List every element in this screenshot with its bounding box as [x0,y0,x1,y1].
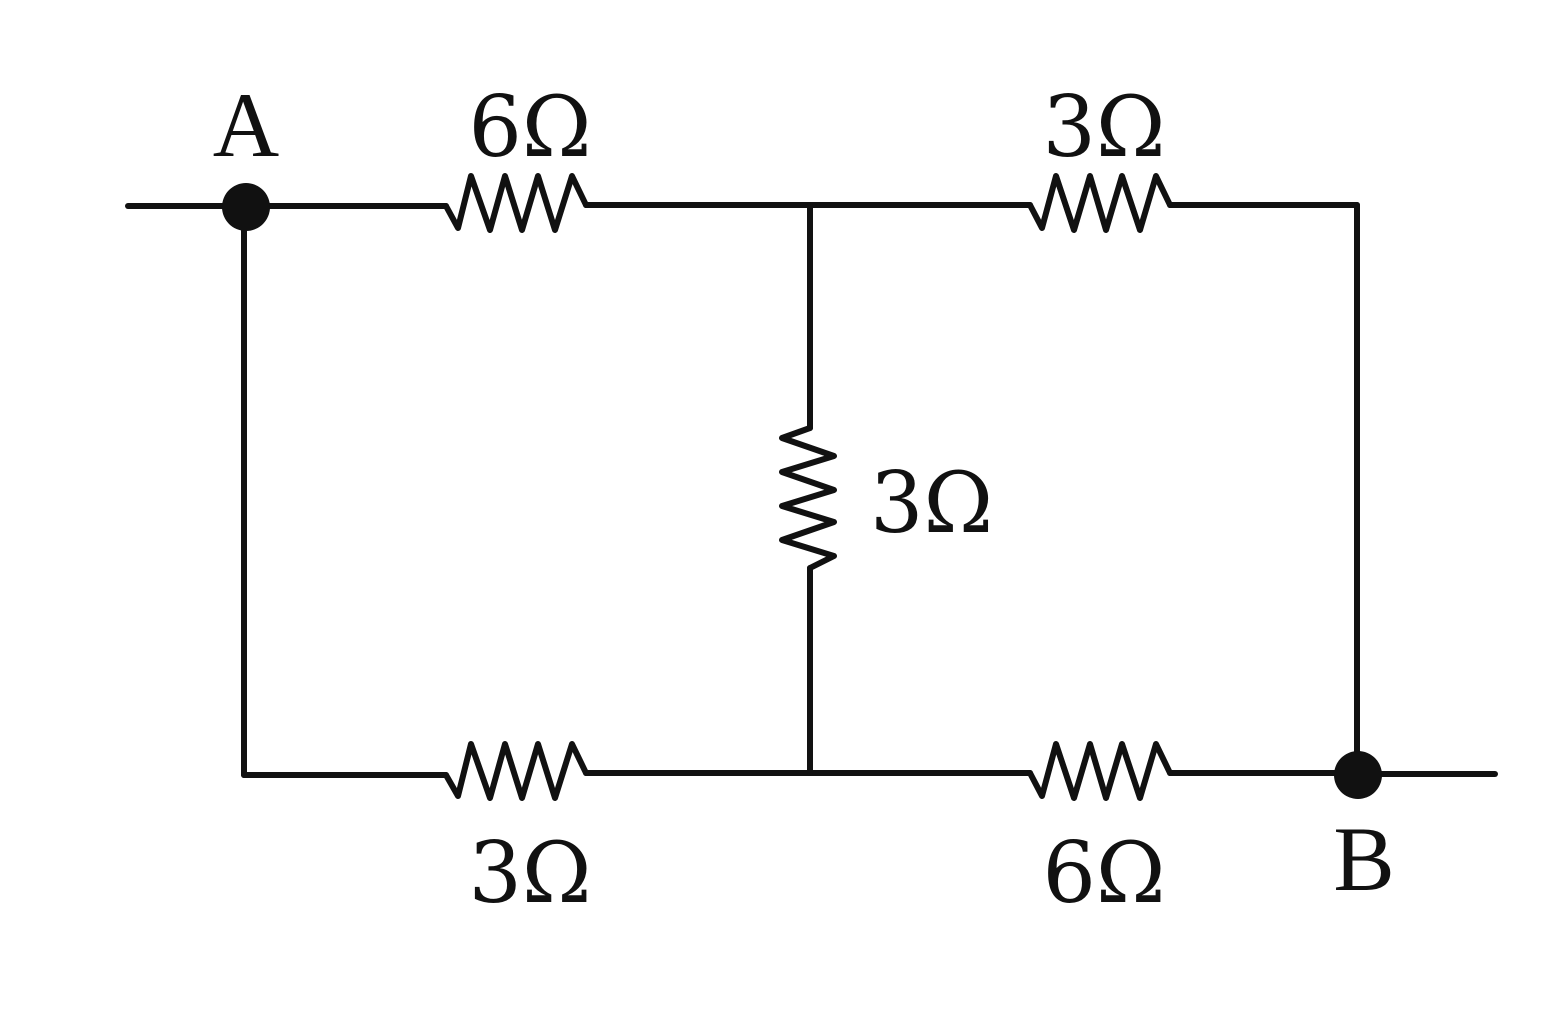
resistor-top-left-zigzag [443,173,589,233]
resistor-bottom-left-zigzag [443,741,589,801]
resistor-middle-label: 3Ω [870,454,993,552]
resistor-top-right-label: 3Ω [1042,78,1165,176]
resistor-top-right-zigzag [1027,173,1173,233]
node-a-label: A [213,74,279,176]
resistor-bottom-left-label: 3Ω [468,824,591,922]
resistor-bottom-right-label: 6Ω [1042,824,1165,922]
resistor-middle-zigzag [779,425,837,571]
wires [125,202,1498,778]
node-b-label: B [1333,808,1394,910]
resistor-bottom-right-zigzag [1027,741,1173,801]
resistor-top-left-label: 6Ω [468,78,591,176]
node-a-dot [222,183,270,231]
node-b-dot [1334,751,1382,799]
